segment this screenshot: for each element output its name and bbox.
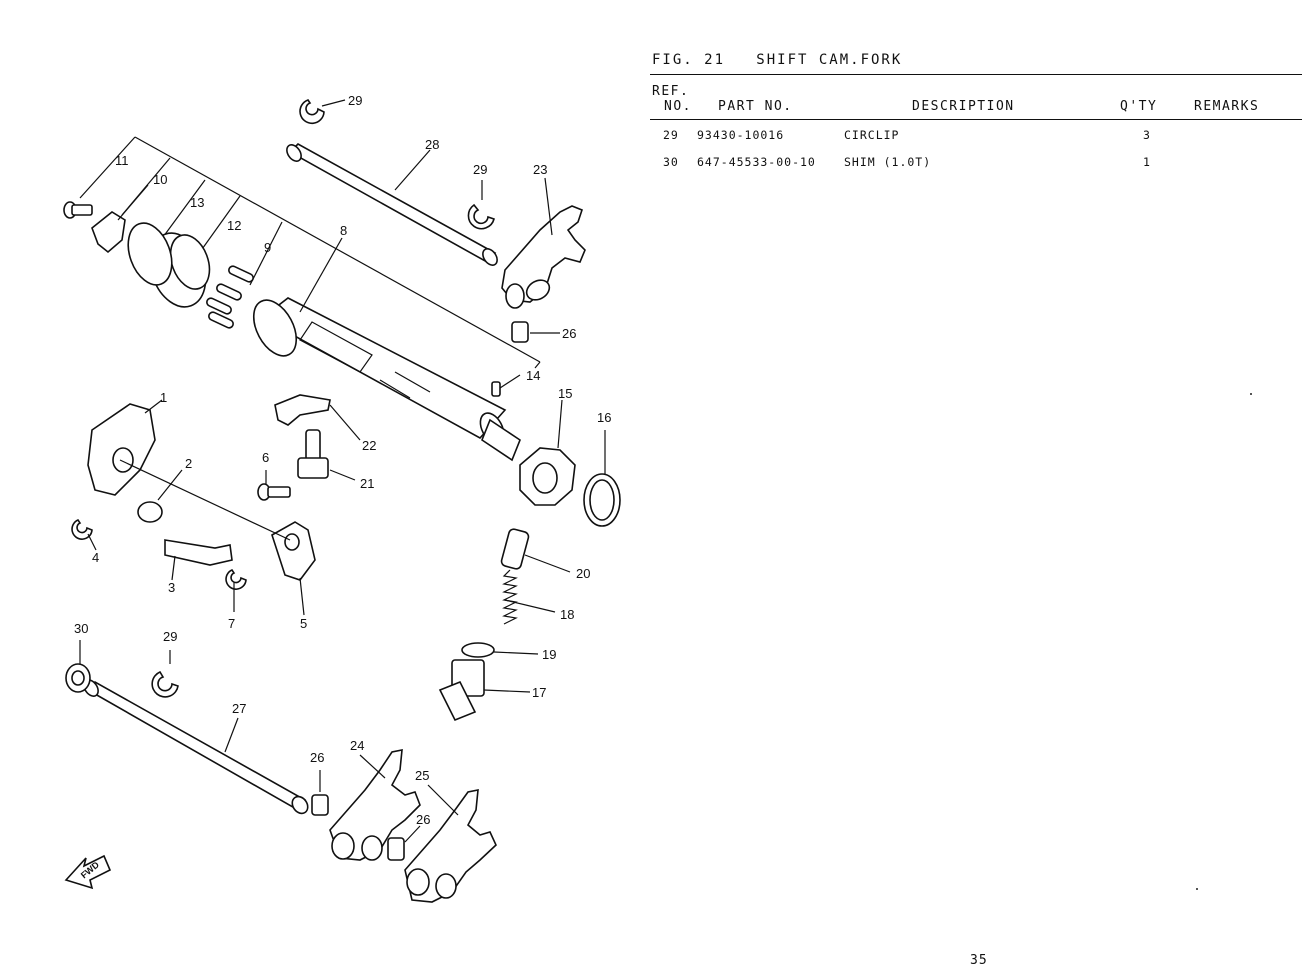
table-row: 29 93430-10016 CIRCLIP 3 [650,128,1300,146]
guide-pin-26-bottom-left [311,770,329,816]
callout-15: 15 [558,386,572,401]
circlip-4 [71,518,97,551]
header-ref-line1: REF. [652,84,690,99]
callout-labels: 1 2 3 4 5 6 7 8 9 10 11 12 13 14 15 16 1… [74,93,611,827]
callout-13: 13 [190,195,204,210]
header-part-no: PART NO. [718,99,793,114]
callout-29-top: 29 [348,93,362,108]
callout-19: 19 [542,647,556,662]
row-ref: 29 [663,128,679,142]
table-row: 30 647-45533-00-10 SHIM (1.0T) 1 [650,155,1300,173]
pins-9 [206,265,254,329]
circlip-29-top [299,99,346,125]
segment-15 [519,399,576,506]
figure-title: FIG. 21 SHIFT CAM.FORK [652,52,903,68]
guide-pin-26-top [511,321,560,343]
plate-10 [91,184,149,254]
circlip-29-mid [467,180,495,230]
callout-12: 12 [227,218,241,233]
shift-fork-23 [501,177,586,309]
scan-speck [1250,393,1252,395]
shift-lever-1 [87,399,163,496]
circlip-29-bottom [151,650,179,698]
header-rule-bottom [650,119,1302,120]
callout-1: 1 [160,390,167,405]
forward-direction-arrow-icon: FWD [64,854,112,890]
header-description: DESCRIPTION [912,99,1015,114]
callout-18: 18 [560,607,574,622]
callout-10: 10 [153,172,167,187]
callout-9: 9 [264,240,271,255]
row-ref: 30 [663,155,679,169]
shim-30 [65,640,91,693]
callout-27: 27 [232,701,246,716]
callout-bracket-lines [79,136,541,369]
header-ref-line2: NO. [664,99,692,114]
stopper-20 [500,528,571,573]
header-remarks: REMARKS [1194,99,1260,114]
callout-4: 4 [92,550,99,565]
screw-6 [257,470,291,501]
callout-17: 17 [532,685,546,700]
guide-pin-26-bottom-right [387,825,421,861]
callout-23: 23 [533,162,547,177]
callout-21: 21 [360,476,374,491]
ring-13 [127,222,173,286]
spring-2 [137,469,183,523]
pin-22 [274,394,361,441]
callout-16: 16 [597,410,611,425]
callout-6: 6 [262,450,269,465]
callout-14: 14 [526,368,540,383]
exploded-parts-diagram: FWD 1 2 3 4 5 6 7 8 9 10 11 12 13 14 15 … [63,93,621,903]
row-description: CIRCLIP [844,128,900,142]
scan-speck [1196,888,1198,890]
lever-3 [164,539,233,581]
callout-24: 24 [350,738,364,753]
shift-cam-drum-8 [252,237,521,462]
callout-3: 3 [168,580,175,595]
callout-26-bottom-left: 26 [310,750,324,765]
shift-fork-guide-bar-28 [286,143,498,266]
header-qty: Q'TY [1120,99,1158,114]
row-description: SHIM (1.0T) [844,155,932,169]
callout-29-bottom: 29 [163,629,177,644]
shift-fork-guide-bar-27 [83,679,309,815]
arm-5 [271,521,316,616]
callout-22: 22 [362,438,376,453]
page-number: 35 [970,953,988,968]
circlip-16 [583,430,621,527]
callout-8: 8 [340,223,347,238]
row-part-no: 93430-10016 [697,128,785,142]
callout-5: 5 [300,616,307,631]
row-part-no: 647-45533-00-10 [697,155,816,169]
callout-26-top: 26 [562,326,576,341]
callout-2: 2 [185,456,192,471]
callout-30: 30 [74,621,88,636]
shift-fork-24 [329,749,421,861]
row-qty: 1 [1143,155,1151,169]
callout-26-bottom-right: 26 [416,812,430,827]
callout-7: 7 [228,616,235,631]
shift-fork-25 [404,784,497,903]
bolt-21 [297,429,356,481]
callout-20: 20 [576,566,590,581]
header-rule-top [650,74,1302,75]
screw-11 [63,201,93,219]
washer-19 [461,642,539,658]
callout-28: 28 [425,137,439,152]
callout-11: 11 [115,153,129,168]
row-qty: 3 [1143,128,1151,142]
callout-29-mid: 29 [473,162,487,177]
callout-25: 25 [415,768,429,783]
bolt-17 [438,659,531,722]
spring-18 [502,569,556,625]
circlip-7 [225,568,247,612]
pin-14 [491,374,521,397]
